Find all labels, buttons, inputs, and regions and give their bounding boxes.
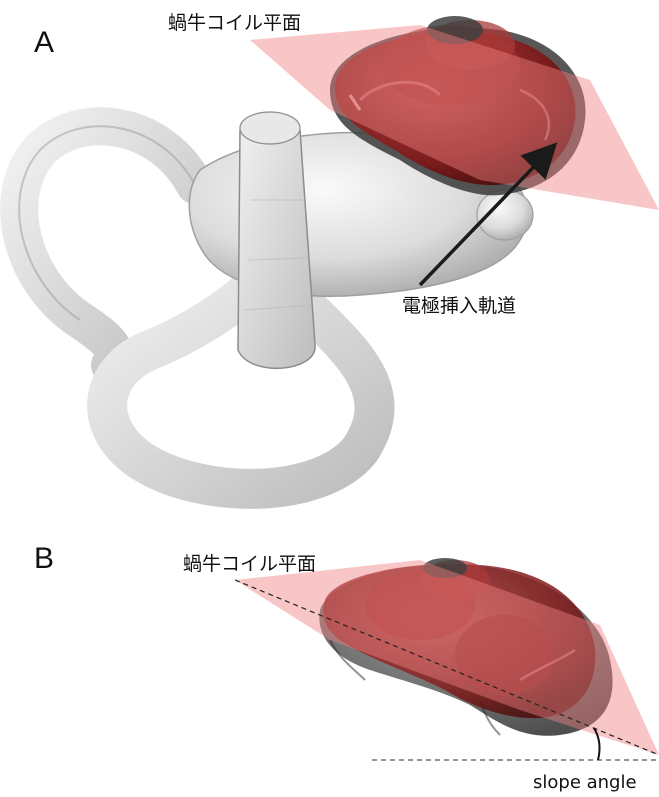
panel-b: B 蝸牛コイル平面 slope angle xyxy=(34,542,659,793)
panel-a-label: A xyxy=(34,26,54,59)
plane-label-a: 蝸牛コイル平面 xyxy=(168,12,301,34)
panel-a: A xyxy=(19,12,659,489)
trajectory-label: 電極挿入軌道 xyxy=(402,295,516,317)
slope-angle-label: slope angle xyxy=(533,772,637,793)
plane-label-b: 蝸牛コイル平面 xyxy=(183,553,316,575)
cochlear-plane-b xyxy=(235,560,659,755)
panel-b-label: B xyxy=(34,542,54,575)
